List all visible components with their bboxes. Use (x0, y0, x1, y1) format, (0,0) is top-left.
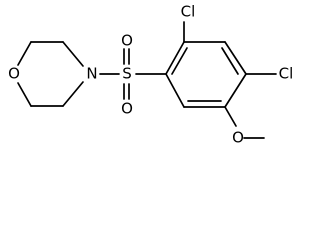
morpholine-nitrogen-label: N (86, 65, 97, 83)
sulfonyl-oxygen-bottom-label: O (121, 100, 133, 118)
bond-n-c3 (62, 81, 84, 107)
chlorine-right-label: Cl (279, 65, 294, 83)
bond-ring-4-5 (224, 73, 247, 108)
bond-ring-3-4 (224, 41, 247, 75)
bond-o-c1 (17, 41, 32, 66)
bond-ring-1-2 (165, 41, 185, 75)
bond-ring-1-2-inner (171, 47, 188, 75)
bond-ring-3-4-inner (221, 47, 239, 75)
bond-c4-o (17, 82, 32, 107)
bond-c2-n (62, 41, 84, 67)
methoxy-oxygen-label: O (232, 129, 244, 147)
morpholine-oxygen-label: O (8, 65, 20, 83)
bond-ring-o-methoxy (224, 106, 237, 127)
sulfonyl-oxygen-top-label: O (121, 32, 133, 50)
sulfur-label: S (122, 65, 132, 83)
chlorine-top-label: Cl (181, 3, 196, 21)
structure-canvas: O N S O O Cl Cl O (8, 3, 294, 147)
chemical-structure-diagram: O N S O O Cl Cl O (8, 3, 294, 147)
bond-ring-6-1 (165, 73, 185, 108)
